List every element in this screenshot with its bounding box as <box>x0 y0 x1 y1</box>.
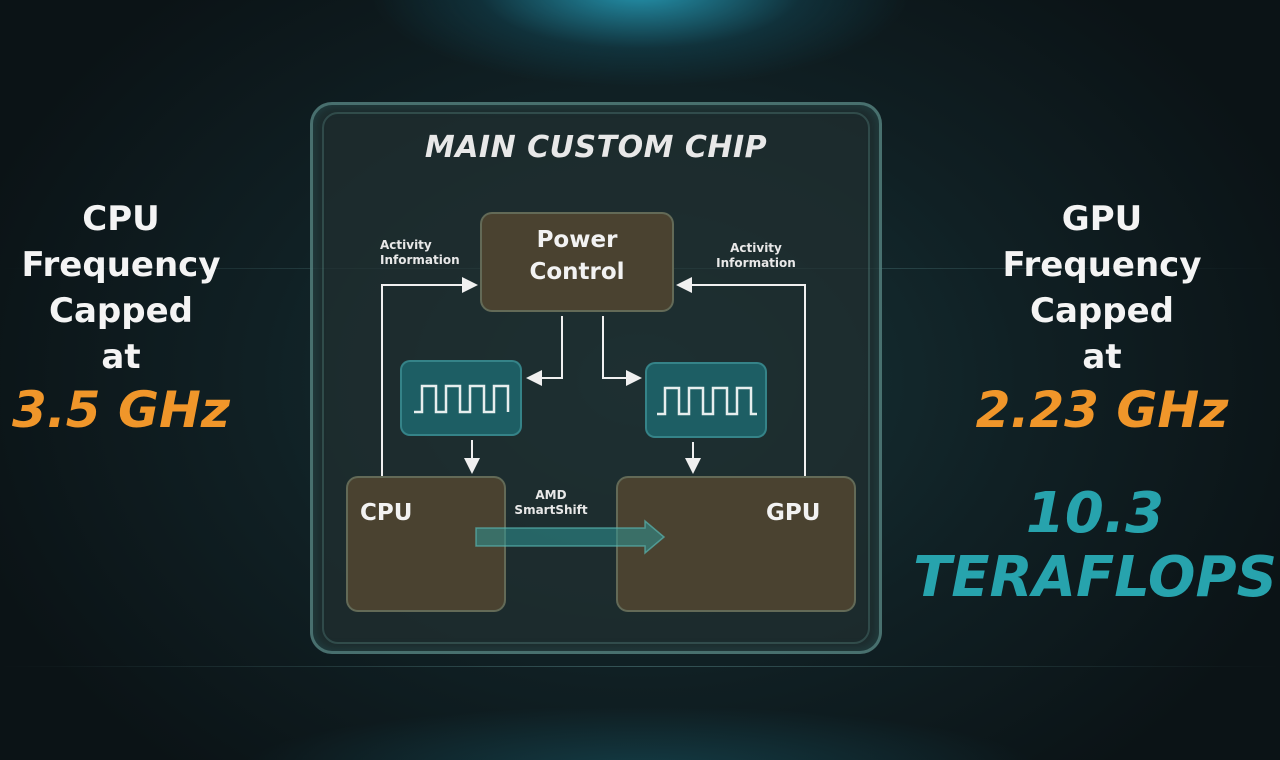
power-control-label: Power Control <box>480 224 674 288</box>
smartshift-line1: AMD <box>535 488 567 502</box>
at-label: at <box>1082 337 1122 377</box>
cpu-activity-arrow <box>381 277 478 476</box>
gpu-box-label: GPU <box>766 500 821 526</box>
smartshift-label: AMD SmartShift <box>506 488 596 518</box>
frequency-label: Frequency <box>1002 245 1202 285</box>
gpu-frequency-panel: GPU Frequency Capped at 2.23 GHz <box>972 196 1232 440</box>
decorative-line <box>0 666 1280 667</box>
capped-label: Capped <box>49 291 193 331</box>
cpu-label: CPU <box>82 199 160 239</box>
cpu-frequency-panel: CPU Frequency Capped at 3.5 GHz <box>0 196 251 440</box>
power-label-line1: Power <box>536 227 618 253</box>
gpu-label: GPU <box>1061 199 1143 239</box>
teraflops-value: 10.3 <box>1025 481 1165 546</box>
activity-left-line1: Activity <box>380 238 432 252</box>
smartshift-line2: SmartShift <box>514 503 588 517</box>
activity-info-right: Activity Information <box>706 241 806 271</box>
gpu-clock-box <box>645 362 767 438</box>
chip-title: MAIN CUSTOM CHIP <box>424 130 768 165</box>
power-to-cpu-clock-arrow <box>526 316 563 386</box>
capped-label: Capped <box>1030 291 1174 331</box>
clock-wave-icon <box>657 386 757 416</box>
activity-right-line1: Activity <box>730 241 782 255</box>
cpu-clock-box <box>400 360 522 436</box>
chip-inner-border <box>322 112 870 644</box>
clock-wave-icon <box>414 384 510 414</box>
at-label: at <box>101 337 141 377</box>
bottom-glow <box>0 680 1280 760</box>
power-control-box <box>480 212 674 312</box>
activity-left-line2: Information <box>380 253 460 267</box>
smartshift-arrow <box>475 519 666 555</box>
power-label-line2: Control <box>529 259 625 285</box>
frequency-label: Frequency <box>21 245 221 285</box>
cpu-box-label: CPU <box>360 500 413 526</box>
teraflops-figure: 10.3 TERAFLOPS <box>905 482 1280 610</box>
activity-info-left: Activity Information <box>380 238 480 268</box>
power-to-gpu-clock-arrow <box>602 316 642 386</box>
teraflops-unit: TERAFLOPS <box>913 545 1277 610</box>
gpu-frequency-value: 2.23 GHz <box>975 381 1229 439</box>
gpu-activity-arrow <box>676 277 806 476</box>
activity-right-line2: Information <box>716 256 796 270</box>
cpu-frequency-value: 3.5 GHz <box>12 381 230 439</box>
